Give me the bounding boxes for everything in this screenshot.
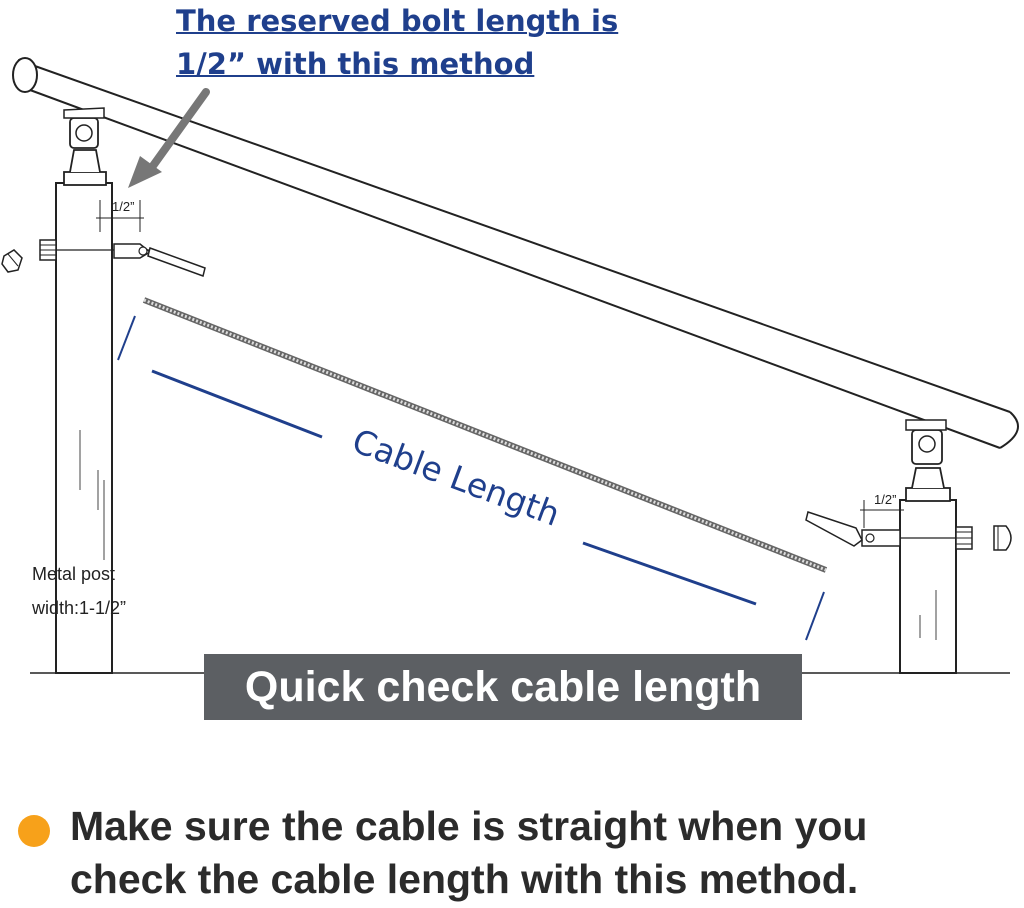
bullet-dot-icon bbox=[18, 815, 50, 847]
callout-line2: 1/2” with this method bbox=[176, 47, 535, 81]
cable bbox=[142, 297, 828, 573]
dimension-label-left: 1/2” bbox=[112, 199, 134, 214]
bolt-length-callout: The reserved bolt length is 1/2” with th… bbox=[176, 0, 618, 86]
note-line2: check the cable length with this method. bbox=[70, 856, 859, 902]
right-dimension-marks: 1/2” bbox=[860, 492, 904, 528]
note-line1: Make sure the cable is straight when you bbox=[70, 803, 868, 849]
post-label-line1: Metal post bbox=[32, 564, 115, 584]
right-tensioner bbox=[805, 511, 973, 550]
callout-line1: The reserved bolt length is bbox=[176, 4, 619, 38]
straight-cable-note: Make sure the cable is straight when you… bbox=[70, 800, 1010, 906]
quick-check-banner: Quick check cable length bbox=[204, 654, 802, 720]
callout-arrow bbox=[128, 88, 210, 188]
left-cap-nut bbox=[1, 249, 23, 273]
post-label-line2: width:1-1/2” bbox=[31, 598, 126, 618]
right-post bbox=[899, 419, 957, 674]
left-tensioner bbox=[39, 239, 206, 277]
cable-length-guides bbox=[117, 315, 825, 641]
cable-length-label: Cable Length bbox=[347, 421, 565, 534]
left-post bbox=[55, 107, 113, 674]
left-dimension-marks: 1/2” bbox=[96, 199, 144, 232]
dimension-label-right: 1/2” bbox=[874, 492, 896, 507]
right-cap-nut bbox=[993, 525, 1012, 551]
